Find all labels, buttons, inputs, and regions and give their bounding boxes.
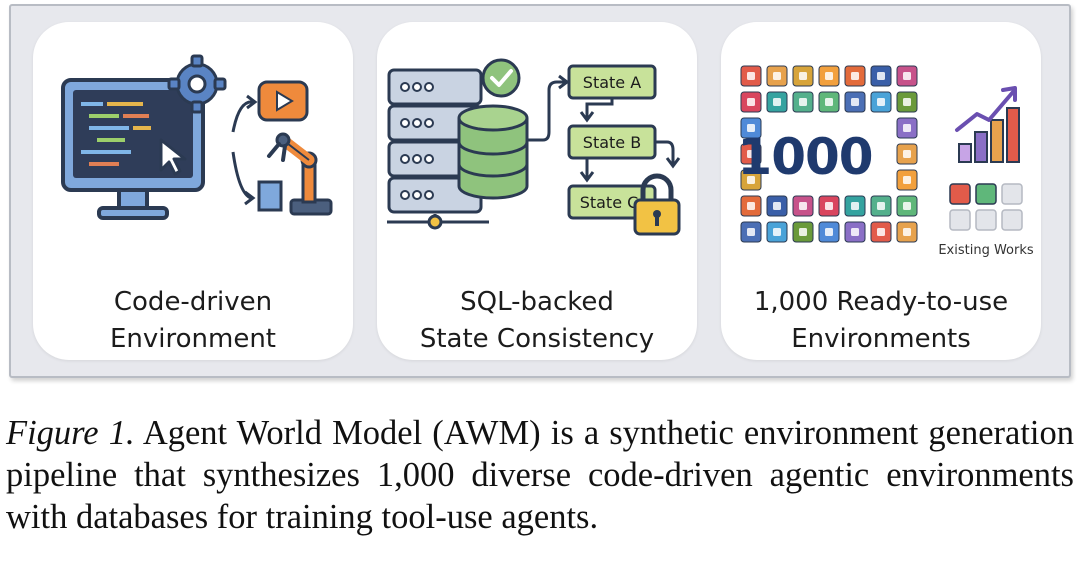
database-icon (457, 104, 529, 200)
big-number: 1000 (737, 128, 872, 186)
app-icon-glyph (747, 150, 755, 158)
panel-ready-to-use: 1000 Existing Works 1,000 Re (721, 22, 1041, 360)
app-icon-glyph (747, 98, 755, 106)
checkmark-icon (481, 58, 521, 98)
caption-text: Agent World Model (AWM) is a synthetic e… (6, 414, 1074, 536)
panel-sql-backed: State A State B State C (377, 22, 697, 360)
app-icon-glyph (877, 72, 885, 80)
app-icon-glyph (799, 228, 807, 236)
state-b-box: State B (567, 124, 657, 160)
play-icon (257, 80, 309, 122)
app-icon-glyph (903, 202, 911, 210)
panel-code-driven: Code-driven Environment (33, 22, 353, 360)
monitor-icon (61, 78, 205, 220)
gear-icon (167, 54, 227, 114)
panel-caption: Code-driven Environment (33, 284, 353, 358)
app-icon-glyph (851, 202, 859, 210)
app-icon-glyph (747, 72, 755, 80)
figure-caption: Figure 1. Agent World Model (AWM) is a s… (6, 412, 1074, 538)
environments-illustration: 1000 Existing Works (737, 65, 1034, 258)
state-b-label: State B (583, 133, 641, 152)
figure-frame: Code-driven Environment (9, 4, 1071, 378)
app-icon-glyph (747, 176, 755, 184)
app-icon-glyph (877, 228, 885, 236)
app-icon-glyph (903, 150, 911, 158)
app-icon-glyph (825, 228, 833, 236)
app-icon-glyph (851, 98, 859, 106)
app-icon-glyph (825, 98, 833, 106)
app-icon-glyph (799, 72, 807, 80)
app-icon-glyph (903, 98, 911, 106)
panel-caption: 1,000 Ready-to-use Environments (721, 284, 1041, 358)
existing-works-label: Existing Works (938, 243, 1034, 258)
app-icon-glyph (773, 202, 781, 210)
app-icon-glyph (851, 228, 859, 236)
app-icon-glyph (747, 228, 755, 236)
growth-chart-icon (955, 86, 1020, 163)
panel-title-line2: Environments (791, 324, 971, 354)
panel-title-line2: Environment (109, 324, 277, 354)
app-icon-glyph (799, 202, 807, 210)
app-icon-glyph (877, 98, 885, 106)
app-icon-glyph (825, 72, 833, 80)
app-icon-grid (740, 65, 918, 243)
existing-works-grid (949, 183, 1023, 231)
state-c-label: State C (580, 193, 639, 212)
state-a-label: State A (583, 73, 641, 92)
panel-title-line1: 1,000 Ready-to-use (753, 287, 1009, 317)
app-icon-glyph (903, 228, 911, 236)
app-icon-glyph (903, 72, 911, 80)
app-icon-glyph (903, 176, 911, 184)
app-icon-glyph (877, 202, 885, 210)
code-monitor-illustration (61, 54, 333, 220)
panel-title-line1: SQL-backed (460, 287, 614, 317)
app-icon-glyph (747, 202, 755, 210)
app-icon-glyph (799, 98, 807, 106)
caption-label: Figure 1. (6, 414, 135, 452)
app-icon-glyph (773, 228, 781, 236)
state-a-box: State A (567, 64, 657, 100)
cursor-icon (159, 138, 187, 176)
app-icon-glyph (773, 72, 781, 80)
sql-state-illustration: State A State B State C (387, 58, 681, 236)
lock-icon (633, 173, 681, 236)
panel-title-line1: Code-driven (113, 287, 273, 317)
panel-title-line2: State Consistency (419, 324, 655, 354)
app-icon-glyph (825, 202, 833, 210)
robot-arm-icon (257, 132, 333, 216)
app-icon-glyph (747, 124, 755, 132)
panel-caption: SQL-backed State Consistency (377, 284, 697, 358)
app-icon-glyph (903, 124, 911, 132)
app-icon-glyph (773, 98, 781, 106)
app-icon-glyph (851, 72, 859, 80)
